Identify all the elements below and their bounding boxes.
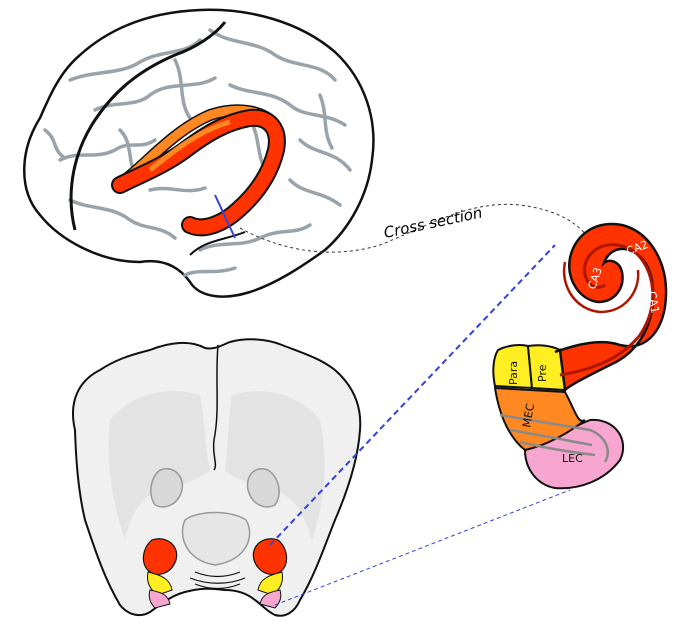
coronal-hippocampus-left [142, 538, 178, 609]
lateral-brain-outline [23, 8, 375, 298]
hippocampus-cross-section: CA2 CA3 CA1 DG Sub Para Pre MEC LEC [492, 222, 668, 490]
brainstem-lines [189, 571, 246, 590]
lateral-ventricle-left [150, 468, 184, 508]
coronal-hippocampus-right [252, 538, 288, 609]
entorhinal-layers [499, 413, 609, 463]
label-lec: LEC [562, 452, 583, 465]
thalamus [181, 511, 251, 566]
lateral-ventricle-right [246, 468, 280, 508]
link-line-top [269, 244, 556, 546]
interhemispheric-fissure [212, 344, 219, 471]
label-mec: MEC [520, 402, 537, 428]
label-ca1: CA1 [645, 290, 662, 314]
cross-section-marker [214, 194, 236, 239]
lateral-brain-view [23, 8, 375, 298]
central-sulcus [69, 21, 227, 231]
callout-label: Cross section [382, 203, 484, 241]
label-pre: Pre [536, 364, 549, 382]
coronal-section [72, 338, 362, 617]
pyramidal-layer [559, 243, 655, 377]
label-para: Para [507, 361, 520, 385]
region-hippocampus-proper [554, 222, 668, 393]
callout-line [239, 203, 591, 253]
dentate-gyrus-layer [562, 261, 640, 314]
lateral-hippocampus [111, 104, 286, 239]
white-matter [108, 391, 210, 540]
lateral-sulcus [189, 231, 246, 256]
link-line-bottom [274, 489, 571, 606]
